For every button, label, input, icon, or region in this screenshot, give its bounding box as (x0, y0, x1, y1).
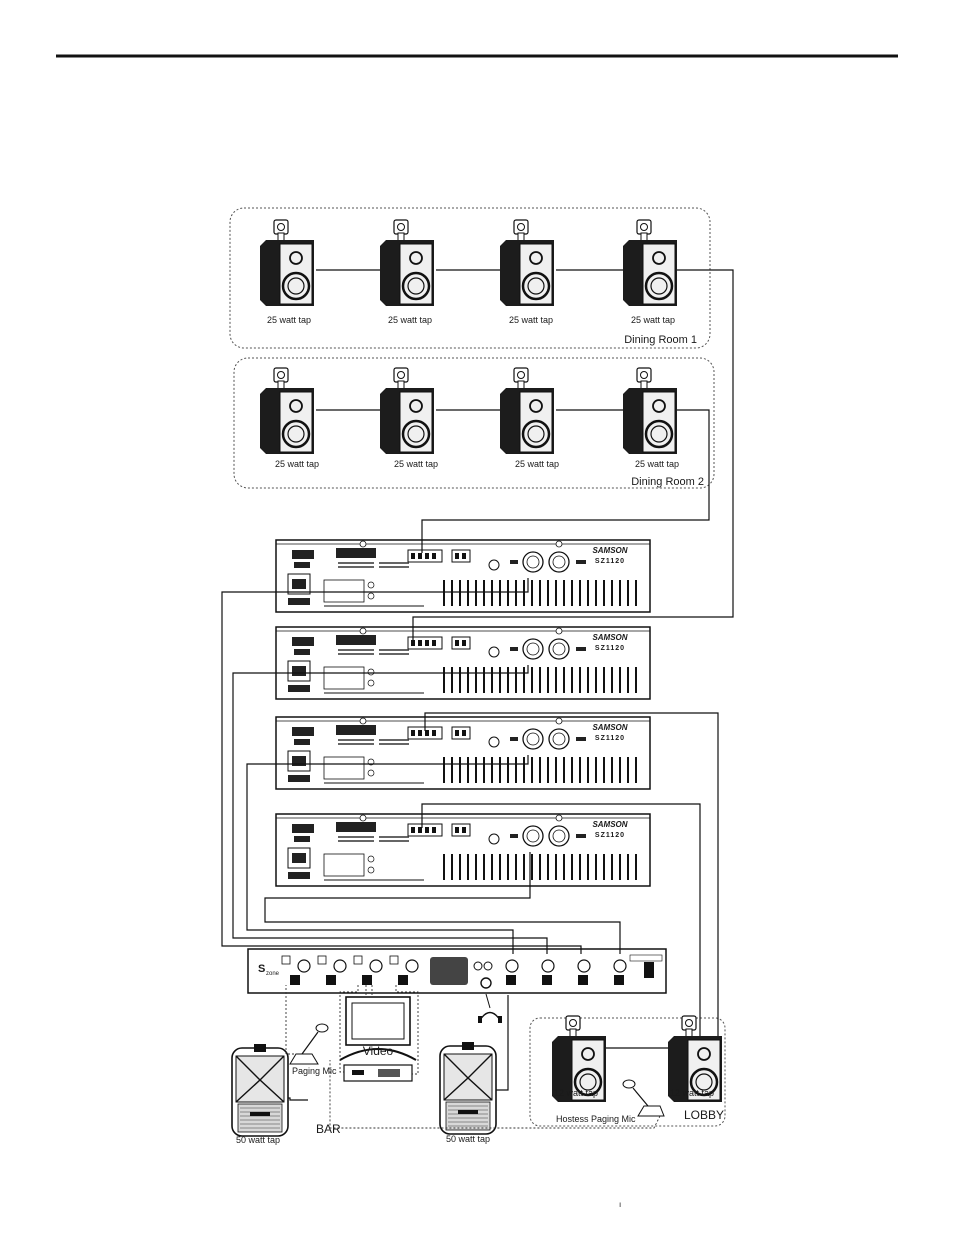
zone-label-dining-room-1: Dining Room 1 (624, 334, 697, 346)
speaker-tap-label: 12 watt tap (554, 1088, 598, 1098)
svg-text:S: S (258, 963, 265, 975)
speaker-tap-label: 50 watt tap (446, 1134, 490, 1144)
speaker-dr2-1 (260, 368, 314, 454)
paging-mic (290, 1024, 328, 1064)
video-player (344, 1065, 412, 1081)
speaker-tap-label: 25 watt tap (631, 315, 675, 325)
amp-model: SZ1120 (595, 832, 625, 839)
speaker-tap-label: 25 watt tap (635, 459, 679, 469)
speaker-tap-label: 12 watt tap (670, 1088, 714, 1098)
speaker-bar-left (232, 1044, 288, 1136)
speaker-dr2-3 (500, 368, 554, 454)
zone-label-bar: BAR (316, 1122, 341, 1136)
page-mark: ı (619, 1200, 621, 1209)
amp-model: SZ1120 (595, 645, 625, 652)
speaker-dr1-2 (380, 220, 434, 306)
video-label: Video (363, 1044, 394, 1058)
speaker-dr2-4 (623, 368, 677, 454)
speaker-dr1-4 (623, 220, 677, 306)
amp-model: SZ1120 (595, 558, 625, 565)
speaker-dr1-3 (500, 220, 554, 306)
hostess-paging-mic (623, 1080, 664, 1116)
amp-brand: SAMSON (592, 820, 627, 829)
amp-model: SZ1120 (595, 735, 625, 742)
amp-brand: SAMSON (592, 633, 627, 642)
amp-brand: SAMSON (592, 546, 627, 555)
speaker-tap-label: 25 watt tap (267, 315, 311, 325)
amp-brand: SAMSON (592, 723, 627, 732)
speaker-tap-label: 25 watt tap (388, 315, 432, 325)
zone-mixer: S zone (248, 949, 666, 993)
speaker-tap-label: 25 watt tap (509, 315, 553, 325)
hostess-paging-mic-label: Hostess Paging Mic (556, 1114, 636, 1124)
headphones-icon (480, 1013, 500, 1021)
speaker-tap-label: 25 watt tap (275, 459, 319, 469)
svg-text:zone: zone (266, 971, 280, 977)
speaker-dr1-1 (260, 220, 314, 306)
speaker-bar-right (440, 1042, 496, 1134)
speaker-tap-label: 25 watt tap (515, 459, 559, 469)
speaker-tap-label: 50 watt tap (236, 1135, 280, 1145)
speaker-tap-label: 25 watt tap (394, 459, 438, 469)
speaker-dr2-2 (380, 368, 434, 454)
zone-label-dining-room-2: Dining Room 2 (631, 476, 704, 488)
zone-label-lobby: LOBBY (684, 1108, 724, 1122)
